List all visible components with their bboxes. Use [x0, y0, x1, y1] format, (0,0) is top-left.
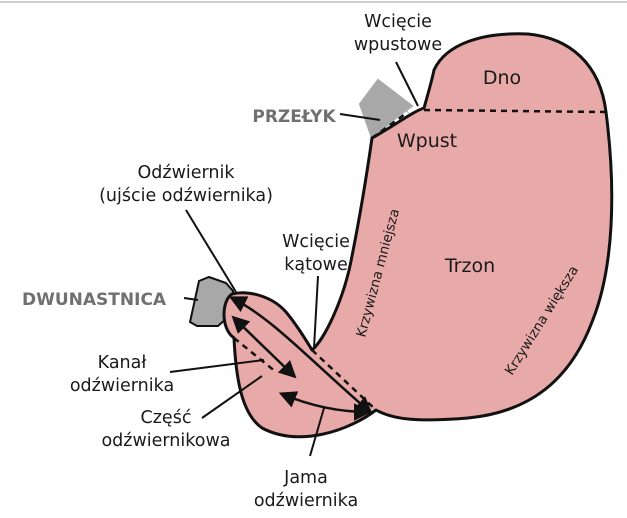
- antrum-label-1: Jama: [283, 468, 328, 488]
- angular-notch-label-2: kątowe: [284, 255, 348, 275]
- pyloric-part-leader: [201, 375, 263, 419]
- esophagus-label: PRZEŁYK: [252, 107, 336, 127]
- cardiac-notch-label-2: wpustowe: [354, 35, 442, 55]
- esophagus-leader: [339, 113, 381, 121]
- pyloric-canal-label-1: Kanał: [98, 353, 147, 373]
- body-label: Trzon: [444, 255, 495, 277]
- antrum-arrow: [278, 391, 372, 421]
- pylorus-leader: [185, 209, 237, 293]
- cardiac-notch-leader: [395, 61, 419, 107]
- cardiac-notch-label-1: Wcięcie: [364, 12, 432, 32]
- cardia-boundary: [371, 110, 409, 140]
- duodenum-label: DWUNASTNICA: [22, 290, 167, 310]
- pyloric-part-label-2: odźwiernikowa: [101, 431, 230, 451]
- antrum-leader: [309, 407, 325, 457]
- pyloric-canal-leader: [169, 359, 265, 373]
- fundus-boundary: [423, 108, 607, 114]
- antrum-label-2: odźwiernika: [254, 491, 358, 511]
- pyloric-canal-label-2: odźwiernika: [70, 376, 174, 396]
- pyloric-part-label-1: Część: [141, 408, 192, 428]
- esophagus-shape: [358, 78, 414, 140]
- angular-notch-label-1: Wcięcie: [282, 232, 350, 252]
- cardia-label: Wpust: [397, 130, 457, 152]
- angular-notch-leader: [313, 275, 319, 349]
- pylorus-label-2: (ujście odźwiernika): [99, 186, 273, 206]
- pylorus-label-1: Odźwiernik: [138, 163, 236, 183]
- duodenum-leader: [183, 297, 199, 301]
- fundus-label: Dno: [483, 67, 521, 89]
